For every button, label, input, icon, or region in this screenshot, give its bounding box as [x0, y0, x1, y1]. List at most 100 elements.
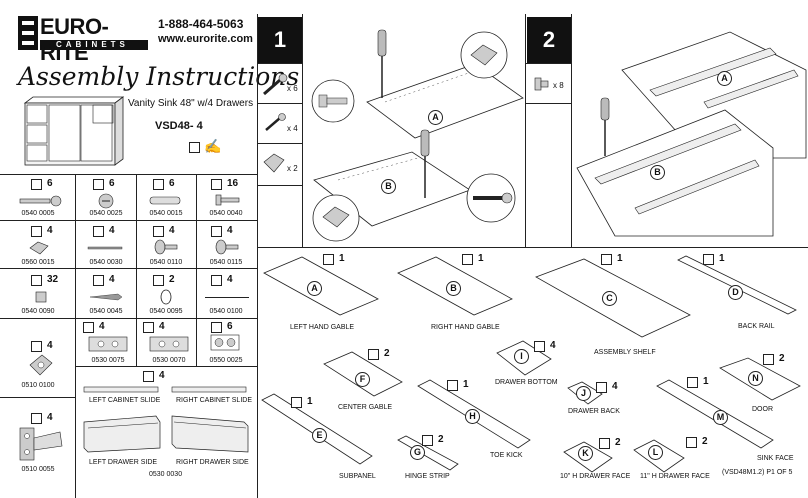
step-2-panel-a-drawing	[621, 31, 807, 159]
cam-lock-icon	[98, 193, 114, 209]
page-footer: (VSD48M1.2) P1 OF 5	[722, 469, 793, 476]
screwdriver-icon	[420, 129, 430, 198]
hw-qty: 4	[99, 321, 105, 332]
part-checkbox[interactable]	[599, 438, 610, 449]
website-link[interactable]: www.eurorite.com	[158, 33, 253, 45]
part-letter: J	[576, 386, 591, 401]
part-qty: 4	[612, 381, 618, 392]
part-checkbox[interactable]	[703, 254, 714, 265]
part-checkbox[interactable]	[686, 437, 697, 448]
hw-qty: 6	[109, 178, 115, 189]
hw-checkbox[interactable]	[31, 413, 42, 424]
hw-qty: 4	[47, 225, 53, 236]
hw-checkbox[interactable]	[153, 179, 164, 190]
step-1-sidebar-line	[302, 14, 303, 247]
part-checkbox[interactable]	[763, 354, 774, 365]
part-letter: B	[446, 281, 461, 296]
hw-checkbox[interactable]	[211, 275, 222, 286]
part-letter: L	[648, 445, 663, 460]
part-name: TOE KICK	[490, 452, 523, 459]
part-checkbox[interactable]	[462, 254, 473, 265]
part-checkbox[interactable]	[534, 341, 545, 352]
hinge-plate-icon	[29, 354, 53, 376]
hw-checkbox[interactable]	[153, 226, 164, 237]
hw-checkbox[interactable]	[153, 275, 164, 286]
wood-screw-icon	[89, 293, 123, 301]
part-letter: N	[748, 371, 763, 386]
hw-checkbox[interactable]	[93, 179, 104, 190]
nail-icon	[87, 246, 123, 250]
hw-checkbox[interactable]	[93, 275, 104, 286]
hw-grid	[0, 397, 75, 398]
detail-circle-clip-bottom	[312, 194, 360, 242]
step-1-sidebar-line	[258, 103, 302, 104]
hw-checkbox[interactable]	[143, 322, 154, 333]
slides-checkbox[interactable]	[143, 371, 154, 382]
hw-checkbox[interactable]	[31, 226, 42, 237]
part-checkbox[interactable]	[447, 380, 458, 391]
drawer-bracket-icon	[149, 336, 189, 352]
part-name: DRAWER BOTTOM	[495, 379, 558, 386]
logo-subtext: CABINETS	[56, 40, 129, 49]
part-name: LEFT HAND GABLE	[290, 324, 355, 331]
part-checkbox[interactable]	[323, 254, 334, 265]
hw-grid	[0, 268, 257, 269]
hw-checkbox[interactable]	[211, 226, 222, 237]
product-name: Vanity Sink 48" w/4 Drawers	[128, 98, 254, 109]
part-checkbox[interactable]	[422, 435, 433, 446]
hw-code: 0540 0005	[21, 210, 55, 217]
part-qty: 4	[550, 340, 556, 351]
part-letter: C	[602, 291, 617, 306]
hw-code: 0540 0045	[89, 308, 123, 315]
part-letter: E	[312, 428, 327, 443]
cam-bolt-icon	[263, 73, 288, 96]
hw-code: 0540 0040	[209, 210, 243, 217]
product-checkbox[interactable]	[189, 142, 200, 153]
hw-qty: 4	[109, 274, 115, 285]
part-letter: M	[713, 410, 728, 425]
hw-checkbox[interactable]	[93, 226, 104, 237]
hw-qty: 6	[169, 178, 175, 189]
product-code: VSD48- 4	[155, 120, 203, 132]
part-letter: K	[578, 446, 593, 461]
hw-qty: 4	[227, 225, 233, 236]
part-checkbox[interactable]	[291, 397, 302, 408]
hw-grid	[136, 174, 137, 366]
right-cabinet-slide-icon	[171, 386, 247, 393]
hw-qty: 4	[159, 321, 165, 332]
hw-checkbox[interactable]	[31, 275, 42, 286]
part-name: DRAWER BACK	[568, 408, 620, 415]
step-1-panel-label: B	[381, 179, 396, 194]
hw-checkbox[interactable]	[211, 322, 222, 333]
shelf-clip-icon	[29, 241, 49, 255]
logo-mark	[18, 16, 148, 50]
logo-text: EURO-RITE	[40, 14, 109, 65]
hw-grid	[0, 318, 257, 319]
page-title: Assembly Instructions	[18, 62, 300, 91]
right-drawer-side-label: RIGHT DRAWER SIDE	[176, 459, 249, 466]
right-cabinet-slide-label: RIGHT CABINET SLIDE	[176, 397, 252, 404]
hw-checkbox[interactable]	[31, 341, 42, 352]
part-checkbox[interactable]	[687, 377, 698, 388]
hw-code: 0510 0055	[21, 466, 55, 473]
part-letter: H	[465, 409, 480, 424]
bolt-icon	[215, 239, 239, 255]
hw-checkbox[interactable]	[211, 179, 222, 190]
part-checkbox[interactable]	[596, 382, 607, 393]
drawer-bracket-icon	[88, 336, 128, 352]
step-2-panel-b-drawing	[576, 109, 774, 237]
part-letter: I	[514, 349, 529, 364]
part-letter: F	[355, 372, 370, 387]
hw-checkbox[interactable]	[83, 322, 94, 333]
step-1-sidebar-line	[258, 63, 302, 64]
part-checkbox[interactable]	[368, 349, 379, 360]
hw-code: 0550 0025	[209, 357, 243, 364]
hw-checkbox[interactable]	[31, 179, 42, 190]
divider-vertical-main	[257, 14, 258, 498]
hw-qty: 32	[47, 274, 59, 285]
knob-icon	[154, 239, 178, 255]
part-checkbox[interactable]	[601, 254, 612, 265]
hw-code: 0540 0015	[149, 210, 183, 217]
hw-code: 0540 0110	[149, 259, 183, 266]
hw-grid	[75, 366, 257, 367]
